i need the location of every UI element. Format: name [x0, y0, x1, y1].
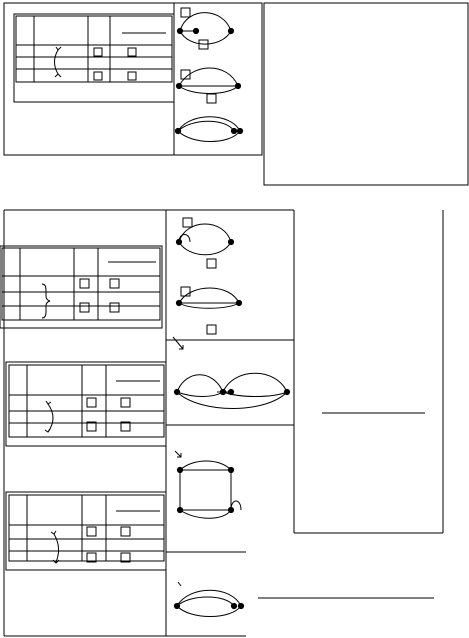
top-table — [14, 14, 174, 102]
table-cell-box — [110, 279, 119, 288]
table-cell-box — [121, 422, 130, 431]
two-arcs-graph — [180, 8, 231, 49]
bottom-right-text-box — [294, 210, 443, 533]
table-cell-box — [87, 527, 96, 536]
table-cell-box — [128, 72, 136, 80]
table-cell-box — [94, 72, 102, 80]
table-cell-box — [110, 303, 119, 312]
table-cell-box — [121, 553, 130, 562]
graph-label-box — [183, 218, 192, 227]
table-cell-box — [128, 48, 136, 56]
swap-arrow — [55, 50, 59, 74]
brace — [42, 284, 50, 318]
graph-label-box — [199, 40, 208, 49]
table-a — [0, 246, 162, 328]
table-b — [6, 362, 166, 446]
table-cell-box — [87, 422, 96, 431]
swap-arrow — [54, 534, 59, 562]
table-cell-box — [80, 279, 89, 288]
bottom-left-panel — [0, 210, 294, 636]
top-left-panel — [4, 3, 262, 155]
pointer-arrow — [175, 451, 181, 457]
swap-arrow — [48, 404, 53, 432]
graph-label-box — [207, 94, 216, 103]
two-arcs-graph — [179, 68, 238, 103]
top-panel-frame — [4, 3, 262, 155]
table-cell-box — [94, 48, 102, 56]
two-arcs-graph — [179, 218, 231, 268]
lens-graph — [178, 117, 240, 142]
lens-graph — [177, 590, 241, 616]
graph-label-box — [181, 287, 190, 296]
table-cell-box — [121, 398, 130, 407]
graph-label-box — [207, 259, 216, 268]
two-arcs-graph — [179, 287, 239, 334]
graph-vertices — [174, 28, 289, 608]
table-cell-box — [87, 398, 96, 407]
table-c — [6, 492, 166, 570]
graph-label-box — [207, 325, 216, 334]
table-cell-box — [121, 527, 130, 536]
square-graph — [180, 461, 241, 518]
top-right-text-box — [264, 3, 468, 185]
pointer-arrow — [173, 337, 183, 349]
graph-label-box — [181, 8, 190, 17]
table-cell-box — [80, 303, 89, 312]
pointer-arrow — [178, 582, 181, 586]
table-cell-box — [87, 553, 96, 562]
